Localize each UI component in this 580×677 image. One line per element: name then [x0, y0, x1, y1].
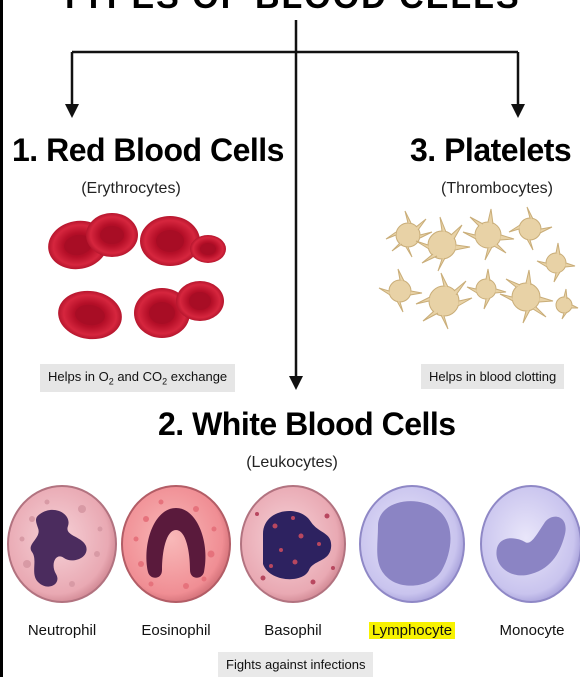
monocyte-icon — [481, 486, 580, 602]
red-blood-cells-icon — [40, 205, 240, 355]
platelets-icon — [378, 205, 578, 345]
wbc-label-neutrophil: Neutrophil — [7, 622, 117, 639]
lymphocyte-icon — [360, 486, 464, 602]
eosinophil-icon — [122, 486, 230, 602]
rbc-caption: Helps in O2 and CO2 exchange — [40, 364, 235, 392]
highlight-marker: Lymphocyte — [369, 622, 455, 639]
rbc-subtitle: (Erythrocytes) — [66, 180, 196, 198]
platelets-title: 3. Platelets — [410, 132, 571, 169]
neutrophil-icon — [8, 486, 116, 602]
rbc-title: 1. Red Blood Cells — [12, 132, 284, 169]
wbc-label-lymphocyte: Lymphocyte — [357, 622, 467, 639]
wbc-subtitle: (Leukocytes) — [232, 454, 352, 472]
basophil-icon — [241, 486, 345, 602]
platelets-caption: Helps in blood clotting — [421, 364, 564, 389]
white-blood-cells-row — [0, 478, 580, 613]
wbc-label-monocyte: Monocyte — [477, 622, 580, 639]
wbc-label-basophil: Basophil — [238, 622, 348, 639]
platelets-subtitle: (Thrombocytes) — [432, 180, 562, 198]
wbc-title: 2. White Blood Cells — [158, 406, 456, 443]
wbc-label-eosinophil: Eosinophil — [121, 622, 231, 639]
wbc-caption: Fights against infections — [218, 652, 373, 677]
